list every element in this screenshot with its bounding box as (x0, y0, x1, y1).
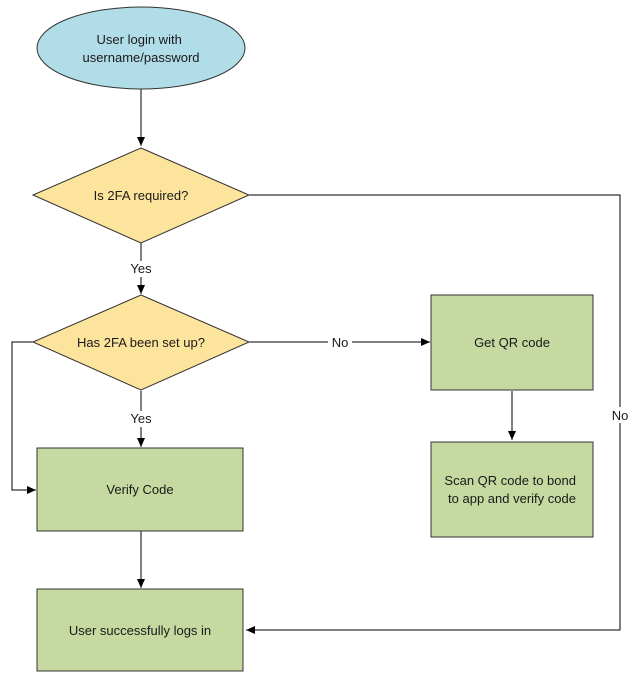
edge-label-required-no: No (612, 408, 629, 423)
process-scan-qr-code-line-1: Scan QR code to bond (444, 473, 576, 488)
process-verify-code: Verify Code (36, 447, 244, 532)
start-node-line-1: User login with (97, 32, 182, 47)
edge-2fa-setup-loop-to-verify (11, 341, 36, 494)
svg-text:User login with username: User login with username/password (82, 32, 199, 65)
edge-label-required-yes: Yes (130, 261, 152, 276)
edge-label-setup-yes: Yes (130, 411, 152, 426)
process-login-success-label: User successfully logs in (69, 623, 211, 638)
edge-label-setup-no: No (332, 335, 349, 350)
decision-2fa-setup-label: Has 2FA been set up? (77, 335, 205, 350)
process-scan-qr-code: Scan QR code to bond to app and verify c… (430, 441, 594, 538)
start-node-line-2: username/password (82, 50, 199, 65)
decision-2fa-required-label: Is 2FA required? (94, 188, 189, 203)
process-scan-qr-code-line-2: to app and verify code (448, 491, 576, 506)
edge-labels: Yes Yes No No (126, 261, 633, 427)
decision-2fa-required: Is 2FA required? (31, 147, 251, 244)
decision-2fa-setup: Has 2FA been set up? (31, 294, 251, 391)
process-get-qr-code-label: Get QR code (474, 335, 550, 350)
start-node: User login with username/password (36, 6, 246, 90)
svg-text:Scan QR code to bond to: Scan QR code to bond to app and verify c… (444, 473, 579, 506)
process-verify-code-label: Verify Code (106, 482, 173, 497)
process-login-success: User successfully logs in (36, 588, 244, 672)
edge-2fa-required-no (246, 194, 621, 634)
process-get-qr-code: Get QR code (430, 294, 594, 391)
